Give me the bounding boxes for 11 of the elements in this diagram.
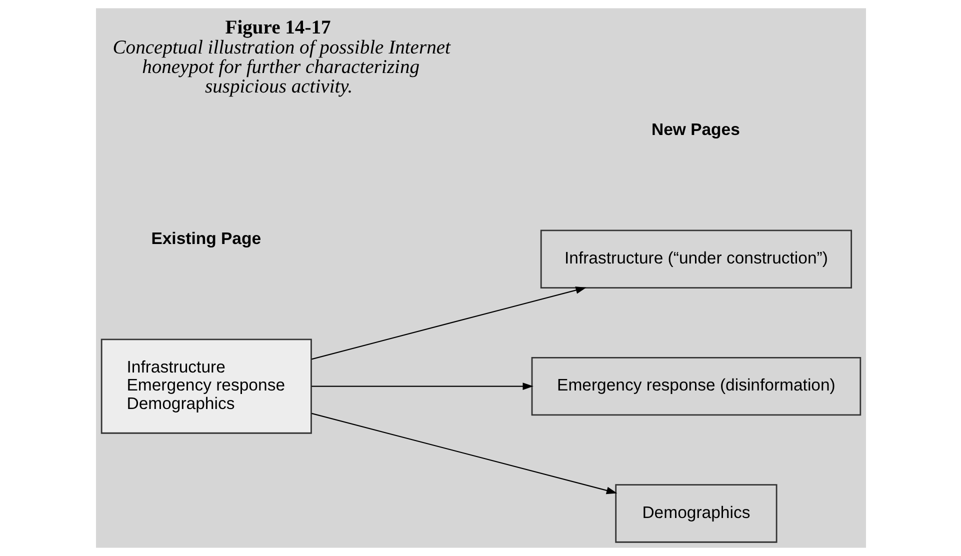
label: New Pages — [650, 120, 740, 139]
node-box: Demographics — [614, 484, 777, 543]
node-box: Emergency response (disinformation) — [530, 356, 861, 416]
arrow — [311, 286, 586, 360]
label: Existing Page — [150, 228, 261, 248]
caption: Conceptual illustration of possible Internet honeypot for further characterizing suspicious activity. — [112, 37, 450, 98]
diagram-title: Figure 14-17 — [224, 18, 330, 39]
arrow — [311, 382, 533, 390]
arrow — [311, 412, 617, 494]
node-box: Infrastructure Emergency response Demographics — [100, 338, 312, 434]
node-box: Infrastructure (“under construction”) — [540, 230, 852, 288]
